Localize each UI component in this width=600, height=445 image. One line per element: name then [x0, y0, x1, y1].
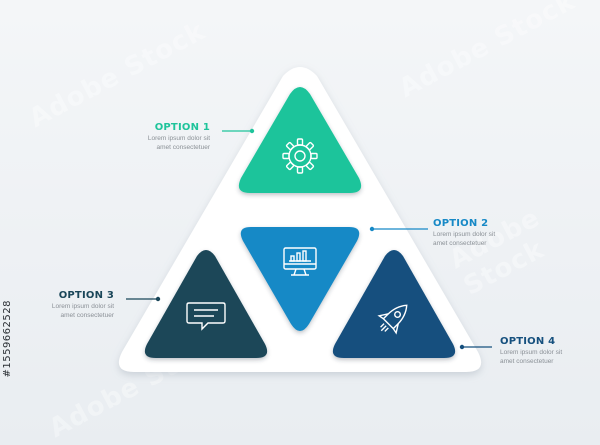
- triangle-option1[interactable]: [238, 87, 362, 193]
- connector-option4: [459, 344, 492, 350]
- connector-option2: [369, 226, 428, 232]
- gear-icon: [282, 138, 318, 174]
- triangle-option2[interactable]: [240, 227, 360, 331]
- option4-desc-line1: Lorem ipsum dolor sit: [500, 349, 563, 356]
- monitor-chart-icon: [283, 247, 317, 276]
- option3-desc-line2: amet consectetuer: [60, 312, 114, 319]
- option4-title: OPTION 4: [500, 336, 556, 347]
- option1-desc-line2: amet consectetuer: [156, 144, 210, 151]
- option2-desc-line2: amet consectetuer: [433, 240, 487, 247]
- option4-label: OPTION 4 Lorem ipsum dolor sit amet cons…: [500, 336, 595, 366]
- option4-desc-line2: amet consectetuer: [500, 358, 554, 365]
- option1-title: OPTION 1: [154, 122, 210, 133]
- option3-desc-line1: Lorem ipsum dolor sit: [51, 303, 114, 310]
- connector-option1: [222, 128, 255, 134]
- option3-title: OPTION 3: [58, 290, 114, 301]
- connector-option3: [126, 296, 161, 302]
- chat-bubble-icon: [186, 302, 226, 331]
- option2-label: OPTION 2 Lorem ipsum dolor sit amet cons…: [433, 218, 543, 248]
- stock-id-label: #1559662528: [2, 300, 13, 378]
- rocket-icon: [377, 304, 408, 335]
- option1-desc-line1: Lorem ipsum dolor sit: [147, 135, 210, 142]
- option2-title: OPTION 2: [433, 218, 489, 229]
- option3-label: OPTION 3 Lorem ipsum dolor sit amet cons…: [14, 290, 114, 320]
- option1-label: OPTION 1 Lorem ipsum dolor sit amet cons…: [110, 122, 210, 152]
- option2-desc-line1: Lorem ipsum dolor sit: [433, 231, 496, 238]
- triangle-option4[interactable]: [332, 250, 456, 358]
- triangle-option3[interactable]: [144, 250, 268, 358]
